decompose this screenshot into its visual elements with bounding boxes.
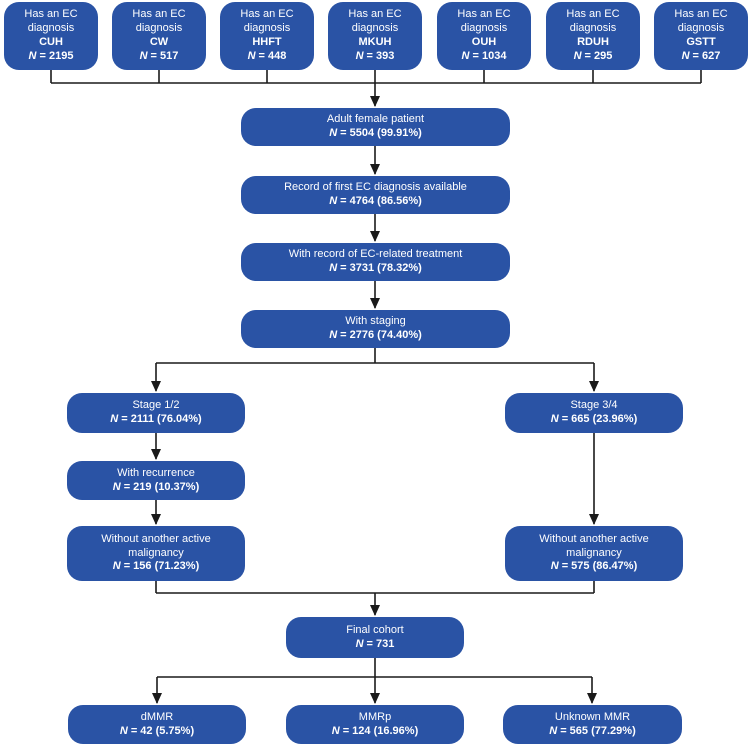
node-adult-female-patient: Adult female patient N= 5504 (99.91%) [241, 108, 510, 146]
join-connectors [155, 581, 595, 616]
node-no-other-malignancy-left: Without another active malignancy N= 156… [67, 526, 245, 581]
node-count: N= 2195 [28, 49, 74, 62]
node-ec-treatment-record: With record of EC-related treatment N= 3… [241, 243, 510, 281]
mmr-split-connectors [152, 658, 597, 704]
node-first-ec-diagnosis-record: Record of first EC diagnosis available N… [241, 176, 510, 214]
node-count: N= 517 [139, 49, 179, 62]
node-count: N= 156 (71.23%) [112, 560, 200, 573]
node-count: N= 295 [573, 49, 613, 62]
node-count: N= 565 (77.29%) [549, 724, 636, 737]
node-count: N= 42 (5.75%) [119, 724, 195, 737]
node-no-other-malignancy-right: Without another active malignancy N= 575… [505, 526, 683, 581]
branch-connectors [151, 433, 599, 525]
top-row-connectors [50, 70, 702, 107]
node-label: Stage 1/2 [132, 399, 180, 412]
node-dmmr: dMMR N= 42 (5.75%) [68, 705, 246, 744]
node-label: Has an EC diagnosis [457, 8, 511, 35]
node-count: N= 1034 [461, 49, 507, 62]
stage-split-connectors [151, 348, 599, 392]
node-unknown-mmr: Unknown MMR N= 565 (77.29%) [503, 705, 682, 744]
node-count: N= 4764 (86.56%) [329, 195, 422, 207]
node-count: N= 124 (16.96%) [331, 724, 419, 737]
node-stage-1-2: Stage 1/2 N= 2111 (76.04%) [67, 393, 245, 433]
node-count: N= 3731 (78.32%) [329, 262, 422, 274]
node-site-mkuh: Has an EC diagnosis MKUH N= 393 [328, 2, 422, 70]
node-site-cw: Has an EC diagnosis CW N= 517 [112, 2, 206, 70]
node-count: N= 627 [681, 49, 721, 62]
node-final-cohort: Final cohort N= 731 [286, 617, 464, 658]
node-label: Without another active malignancy [539, 532, 649, 559]
node-label: Has an EC diagnosis [348, 8, 402, 35]
node-count: N= 731 [355, 637, 395, 650]
node-code: GSTT [686, 36, 716, 48]
node-site-ouh: Has an EC diagnosis OUH N= 1034 [437, 2, 531, 70]
node-label: Adult female patient [326, 113, 425, 126]
node-count: N= 2111 (76.04%) [110, 413, 202, 425]
node-label: Has an EC diagnosis [674, 8, 728, 35]
node-label: With staging [345, 315, 406, 328]
node-label: Final cohort [346, 623, 404, 636]
node-count: N= 2776 (74.40%) [329, 329, 422, 341]
node-code: HHFT [252, 36, 282, 48]
node-count: N= 5504 (99.91%) [329, 127, 422, 139]
node-count: N= 448 [247, 49, 287, 62]
node-count: N= 665 (23.96%) [550, 413, 638, 425]
node-count: N= 575 (86.47%) [550, 560, 638, 573]
node-label: With record of EC-related treatment [288, 248, 463, 261]
node-label: Record of first EC diagnosis available [284, 181, 467, 194]
node-label: Has an EC diagnosis [566, 8, 620, 35]
node-site-gstt: Has an EC diagnosis GSTT N= 627 [654, 2, 748, 70]
node-code: CUH [39, 36, 63, 48]
node-label: Has an EC diagnosis [240, 8, 294, 35]
node-label: MMRp [358, 710, 392, 723]
node-code: OUH [471, 36, 497, 48]
node-site-cuh: Has an EC diagnosis CUH N= 2195 [4, 2, 98, 70]
node-stage-3-4: Stage 3/4 N= 665 (23.96%) [505, 393, 683, 433]
node-count: N= 219 (10.37%) [112, 480, 200, 493]
node-code: MKUH [358, 36, 392, 48]
node-label: Has an EC diagnosis [132, 8, 186, 35]
node-label: Has an EC diagnosis [24, 8, 78, 35]
node-code: CW [149, 36, 169, 48]
node-mmrp: MMRp N= 124 (16.96%) [286, 705, 464, 744]
node-label: Unknown MMR [554, 710, 631, 723]
node-site-hhft: Has an EC diagnosis HHFT N= 448 [220, 2, 314, 70]
node-label: With recurrence [117, 466, 195, 479]
node-count: N= 393 [355, 49, 395, 62]
node-site-rduh: Has an EC diagnosis RDUH N= 295 [546, 2, 640, 70]
node-label: dMMR [140, 710, 174, 723]
node-label: Without another active malignancy [101, 532, 211, 559]
node-with-recurrence: With recurrence N= 219 (10.37%) [67, 461, 245, 500]
node-label: Stage 3/4 [570, 399, 618, 412]
node-code: RDUH [577, 36, 609, 48]
node-with-staging: With staging N= 2776 (74.40%) [241, 310, 510, 348]
